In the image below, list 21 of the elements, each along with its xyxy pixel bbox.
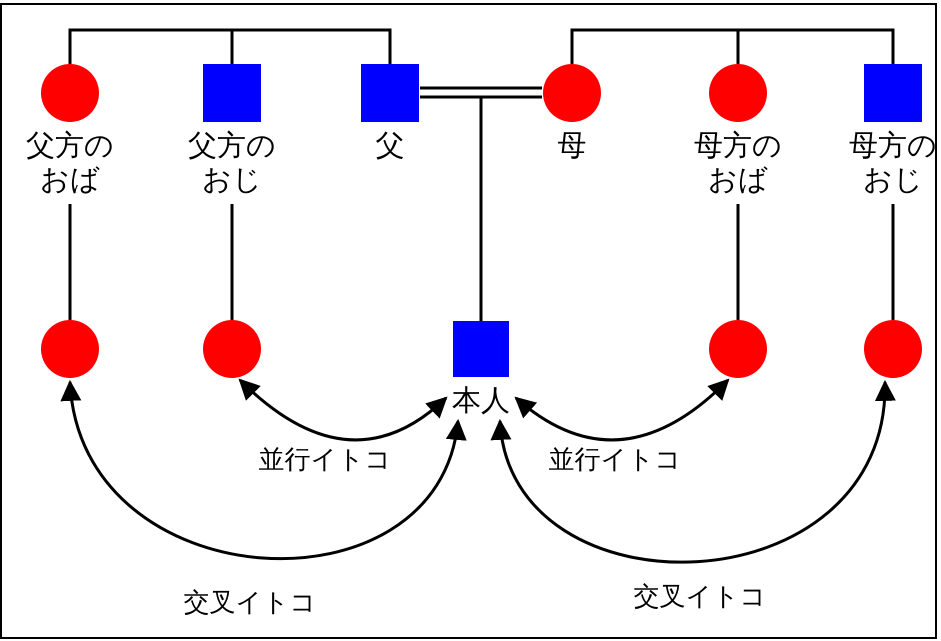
- curved-arrow: [514, 378, 730, 442]
- connector-line: [892, 204, 894, 320]
- curved-arrow: [238, 378, 448, 442]
- connector-line: [68, 204, 72, 320]
- connector-line: [230, 28, 392, 64]
- connector-line: [736, 204, 740, 320]
- connector-line: [570, 28, 740, 64]
- node-label: 母: [556, 128, 588, 162]
- curved-arrow: [63, 380, 464, 560]
- node-label: 父方のおば: [25, 128, 115, 196]
- connector-line: [736, 28, 894, 64]
- node-label: 母方のおじ: [848, 128, 938, 196]
- curved-arrow: [494, 380, 894, 564]
- node-label: 本人: [451, 383, 511, 417]
- connector-line: [480, 97, 482, 321]
- node-label: 父: [374, 128, 406, 162]
- connector-line: [418, 86, 544, 98]
- node-label: 母方のおば: [693, 128, 783, 196]
- connector-line: [68, 28, 234, 64]
- connector-line: [230, 204, 234, 320]
- node-label: 父方のおじ: [187, 128, 277, 196]
